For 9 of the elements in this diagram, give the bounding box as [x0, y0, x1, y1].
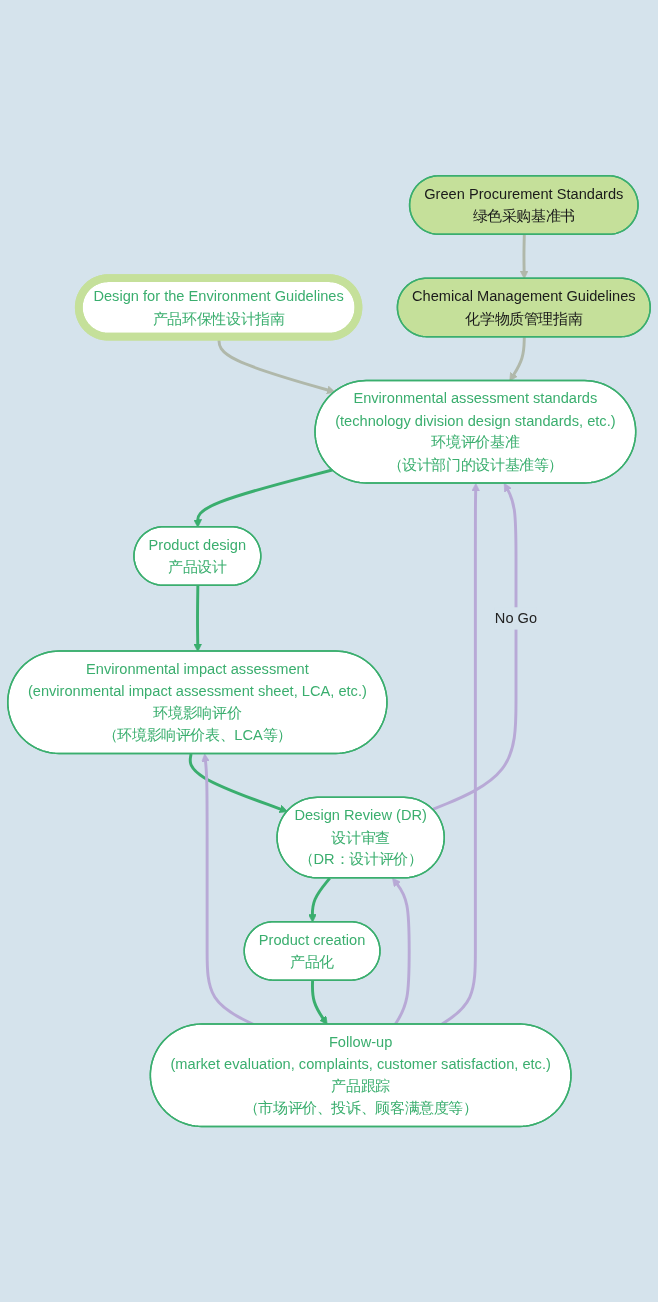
- edge-label: No Go: [494, 609, 538, 626]
- arrow: [519, 234, 529, 279]
- arrow: [311, 980, 328, 1025]
- arrow: [193, 468, 333, 528]
- arrow: [308, 877, 331, 923]
- arrow: [509, 337, 526, 382]
- arrow: [193, 585, 203, 652]
- arrow: [188, 753, 288, 813]
- arrow: [432, 482, 518, 811]
